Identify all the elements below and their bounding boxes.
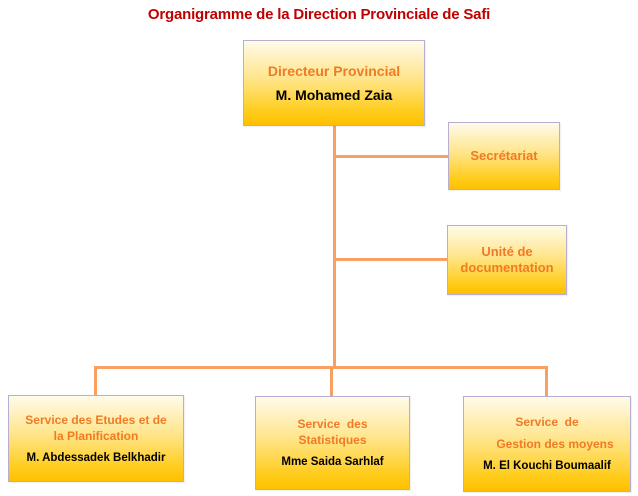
secretariat-box: Secrétariat — [448, 122, 560, 190]
director-role: Directeur Provincial — [267, 63, 401, 79]
service-moyens-role-line1: Service de — [515, 415, 579, 429]
connector-service-etudes — [94, 366, 97, 395]
connector-service-statistiques — [330, 366, 333, 396]
service-statistiques-role-line2: Statistiques — [298, 433, 367, 447]
director-box: Directeur Provincial M. Mohamed Zaia — [243, 40, 425, 126]
chart-title: Organigramme de la Direction Provinciale… — [147, 6, 491, 23]
documentation-role-line1: Unité de — [481, 244, 533, 259]
connector-documentation — [335, 258, 447, 261]
service-etudes-box: Service des Etudes et de la Planificatio… — [8, 395, 184, 482]
service-moyens-head: M. El Kouchi Boumaalif — [483, 460, 611, 472]
connector-secretariat — [335, 155, 448, 158]
service-moyens-box: Service de Gestion des moyens M. El Kouc… — [463, 396, 631, 492]
connector-services-horizontal — [94, 366, 548, 369]
director-name: M. Mohamed Zaia — [275, 87, 393, 103]
documentation-box: Unité de documentation — [447, 225, 567, 295]
documentation-role-line2: documentation — [460, 260, 554, 275]
service-etudes-role-line2: la Planification — [53, 428, 139, 443]
service-statistiques-role-line1: Service des — [297, 417, 368, 431]
connector-service-moyens — [545, 366, 548, 396]
service-statistiques-head: Mme Saida Sarhlaf — [281, 456, 384, 468]
service-etudes-head: M. Abdessadek Belkhadir — [26, 451, 166, 464]
service-statistiques-box: Service des Statistiques Mme Saida Sarhl… — [255, 396, 410, 490]
service-moyens-role-line2: Gestion des moyens — [496, 437, 614, 451]
service-etudes-role-line1: Service des Etudes et de — [25, 412, 167, 427]
secretariat-role: Secrétariat — [470, 148, 538, 163]
connector-main-vertical — [333, 125, 336, 368]
